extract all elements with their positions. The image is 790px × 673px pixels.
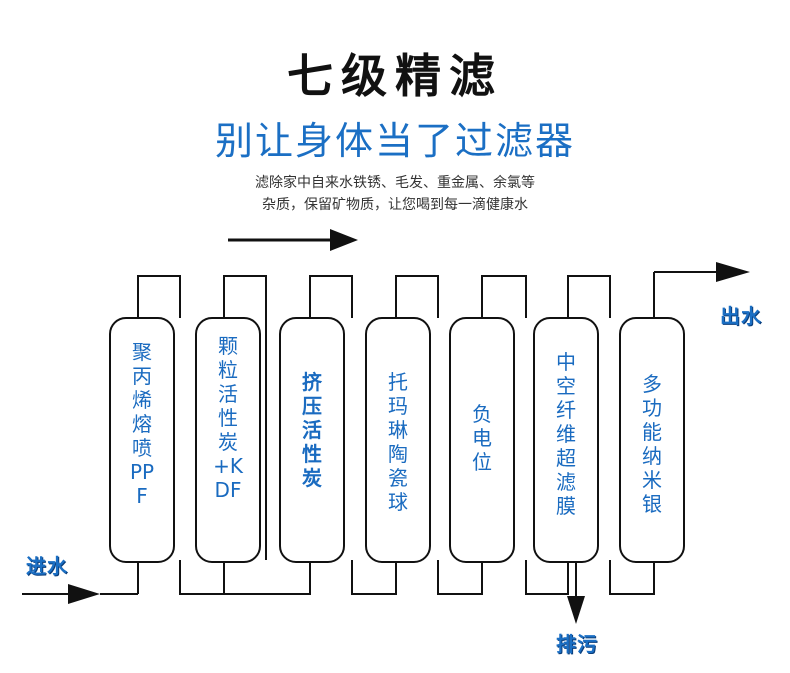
cartridge-4 (365, 317, 431, 563)
stage-label-5: 负电位 (472, 402, 492, 474)
inlet-arrow (22, 560, 139, 604)
cartridge-6 (533, 317, 599, 563)
stage-label-6: 中空纤维超滤膜 (556, 350, 576, 518)
cartridge-1 (109, 317, 175, 563)
page-title: 七级精滤 (287, 49, 503, 103)
cartridge-5 (449, 317, 515, 563)
outlet-label: 出水 (720, 304, 762, 328)
stage-label-7: 多功能纳米银 (642, 372, 662, 516)
page-subtitle: 别让身体当了过滤器 (214, 119, 575, 163)
drain-arrow (567, 560, 585, 624)
stage-label-2: 颗粒活性炭+KDF (213, 334, 243, 502)
inlet-label: 进水 (26, 554, 68, 578)
flow-direction-arrow (228, 229, 358, 251)
filter-cartridges (109, 317, 685, 563)
drain-label: 排污 (556, 632, 598, 656)
stage-label-4: 托玛琳陶瓷球 (388, 370, 408, 514)
cartridge-3 (279, 317, 345, 563)
stage-label-3: 挤压活性炭 (302, 370, 322, 490)
cartridge-2 (195, 317, 261, 563)
cartridge-7 (619, 317, 685, 563)
stage-label-1: 聚丙烯熔喷PPF (129, 340, 155, 508)
description-line-1: 滤除家中自来水铁锈、毛发、重金属、余氯等 (255, 175, 535, 191)
outlet-arrow (653, 262, 750, 318)
description-line-2: 杂质，保留矿物质，让您喝到每一滴健康水 (262, 197, 528, 213)
